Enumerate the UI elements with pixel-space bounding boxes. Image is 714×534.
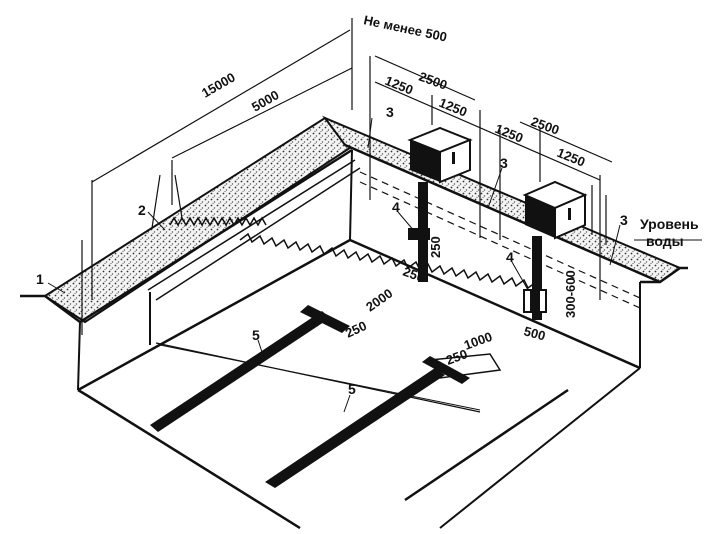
- water-line-left: [169, 216, 267, 227]
- label-water-2: воды: [646, 233, 684, 249]
- label-water-1: Уровень: [640, 216, 699, 232]
- sleeper-plate: [428, 353, 502, 379]
- label-4-left: 4: [392, 199, 400, 215]
- label-3-right: 3: [620, 212, 628, 228]
- anchor-posts: [408, 182, 547, 320]
- water-line-front: [239, 232, 541, 291]
- floor-lines: [77, 342, 641, 530]
- dim-300-600: 300-600: [563, 270, 578, 318]
- anchor-block-1: [407, 126, 473, 184]
- dim-min-500: Не менее 500: [362, 12, 448, 44]
- label-3-left: 3: [386, 104, 394, 120]
- leader-lines: [47, 117, 702, 413]
- label-5-right: 5: [348, 381, 356, 397]
- dim-15000: 15000: [199, 70, 238, 101]
- dim-5000: 5000: [249, 87, 282, 114]
- dim-250-base: 250: [401, 264, 427, 286]
- dim-2000: 2000: [363, 286, 395, 315]
- dim-2500-right: 2500: [529, 114, 561, 138]
- label-2: 2: [138, 202, 146, 218]
- dimension-lines: [81, 18, 613, 335]
- sleepers: [150, 305, 470, 488]
- dim-1000: 1000: [462, 329, 494, 353]
- dim-1250-c: 1250: [493, 121, 525, 146]
- dashed-lines: [359, 171, 641, 309]
- dim-250-sleeper: 250: [343, 318, 369, 341]
- dim-250-post: 250: [428, 236, 443, 258]
- label-5-left: 5: [252, 327, 260, 343]
- label-1: 1: [36, 271, 44, 287]
- dim-500: 500: [522, 323, 547, 343]
- dim-2500-left: 2500: [417, 69, 449, 93]
- label-3-mid: 3: [500, 155, 508, 171]
- raft-edges: [20, 143, 688, 392]
- dim-1250-a: 1250: [383, 73, 415, 98]
- dim-250-plate: 250: [444, 346, 470, 368]
- label-4-right: 4: [506, 249, 514, 265]
- anchor-block-2: [522, 180, 588, 240]
